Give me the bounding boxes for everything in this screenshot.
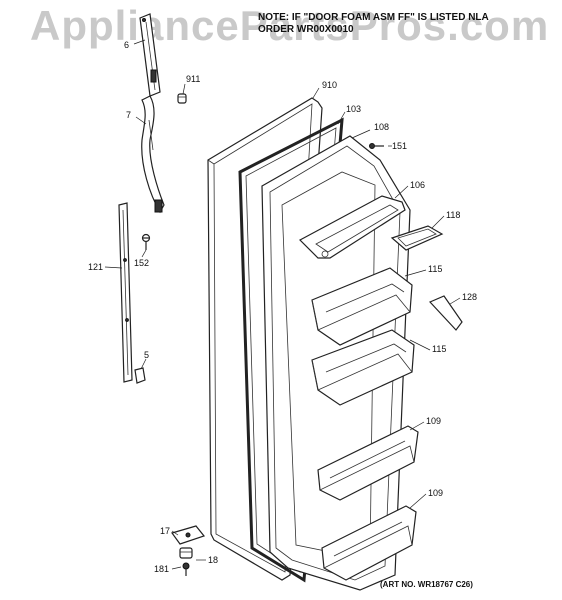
part-7-handle[interactable] [141, 95, 165, 214]
callout-151: 151 [392, 141, 408, 151]
callout-121: 121 [88, 262, 104, 272]
note-line-1: NOTE: IF "DOOR FOAM ASM FF" IS LISTED NL… [258, 12, 489, 23]
callout-118: 118 [446, 210, 461, 220]
part-911-cap[interactable] [177, 93, 187, 104]
art-number: (ART NO. WR18767 C26) [380, 580, 473, 589]
callout-108: 108 [374, 122, 390, 132]
callout-7: 7 [126, 110, 132, 120]
part-17-hinge-bracket[interactable] [171, 525, 206, 545]
part-151-screw[interactable] [369, 143, 385, 149]
callout-128: 128 [462, 292, 478, 302]
callout-115-upper: 115 [428, 264, 443, 274]
callout-115-lower: 115 [432, 344, 447, 354]
callout-109-lower: 109 [428, 488, 444, 498]
part-18-bushing[interactable] [179, 547, 193, 559]
leader-lines [104, 39, 461, 570]
callout-6: 6 [124, 40, 130, 50]
callout-106: 106 [410, 180, 426, 190]
part-115-upper-shelf[interactable] [311, 267, 413, 346]
part-181-screw[interactable] [182, 562, 190, 576]
callout-910: 910 [322, 80, 338, 90]
part-106-dairy-cover[interactable] [299, 195, 406, 259]
note-line-2: ORDER WR00X0010 [258, 24, 354, 35]
watermark-text: AppliancePartsPros.com [30, 2, 550, 49]
callout-5: 5 [144, 350, 150, 360]
callout-18: 18 [208, 555, 219, 565]
part-109-lower-bin[interactable] [321, 505, 417, 581]
part-5-clip[interactable] [134, 367, 146, 384]
callout-109-upper: 109 [426, 416, 442, 426]
part-109-upper-bin[interactable] [317, 425, 419, 501]
callout-181: 181 [154, 564, 170, 574]
callout-911: 911 [186, 74, 201, 84]
part-128-clip[interactable] [428, 295, 463, 331]
diagram-note: NOTE: IF "DOOR FOAM ASM FF" IS LISTED NL… [258, 12, 489, 36]
part-118-tray[interactable] [390, 225, 444, 251]
part-152-screw[interactable] [141, 233, 151, 251]
callout-152: 152 [134, 258, 150, 268]
callout-17: 17 [160, 526, 171, 536]
part-6-handle-bracket[interactable] [139, 13, 161, 97]
part-121-trim-strip[interactable] [118, 202, 133, 383]
part-115-lower-shelf[interactable] [311, 329, 415, 406]
callout-103: 103 [346, 104, 362, 114]
